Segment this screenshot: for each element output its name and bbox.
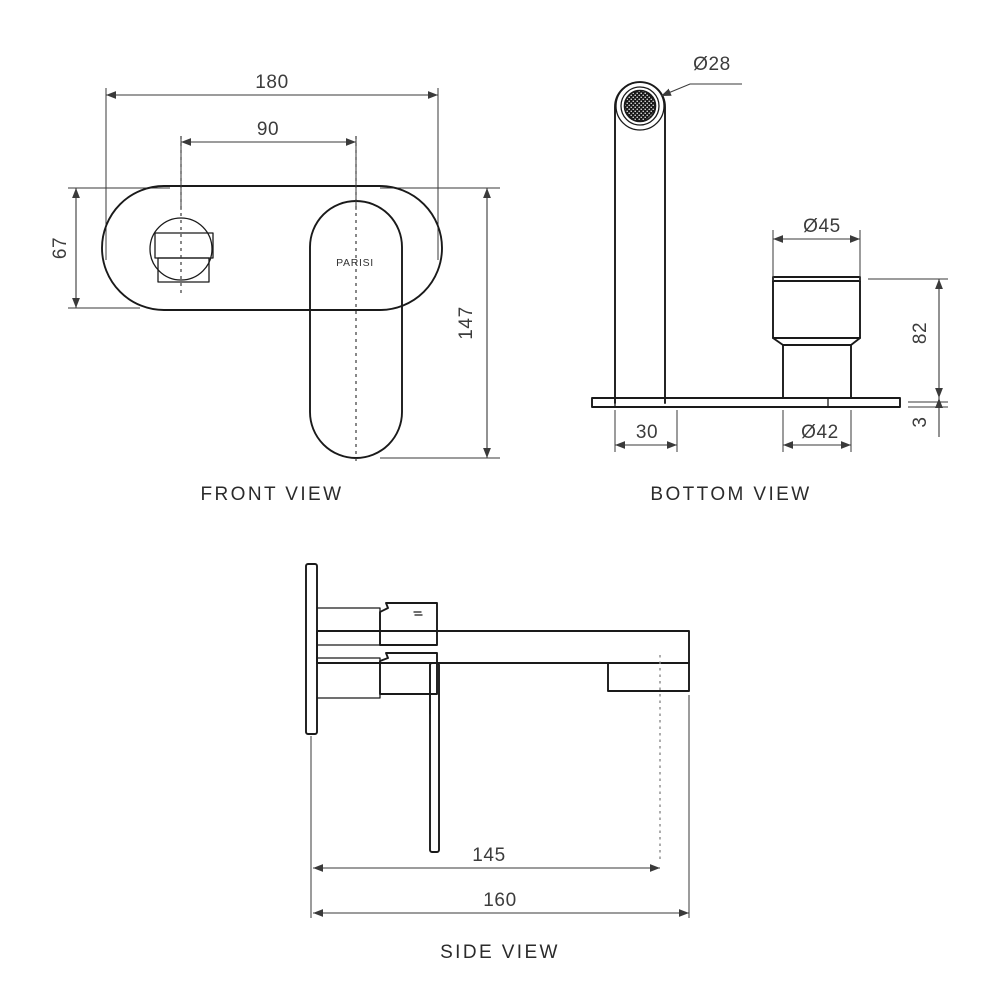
dimension-d28-label: Ø28 (693, 54, 731, 75)
dimension-145-label: 145 (472, 845, 506, 866)
side-view-label: SIDE VIEW (440, 942, 560, 963)
dimension-160: 160 (313, 890, 689, 917)
side-spout-outlet (607, 662, 690, 692)
side-wall-plate (305, 563, 318, 735)
side-body-lower (316, 657, 381, 699)
bottom-view-group: Ø28 Ø45 (591, 54, 948, 505)
dimension-d42: Ø42 (783, 422, 851, 449)
dimension-67-label: 67 (50, 237, 71, 259)
dimension-147: 147 (456, 188, 491, 458)
dimension-67: 67 (50, 188, 80, 308)
dimension-90-label: 90 (257, 119, 279, 140)
side-body-upper (316, 607, 381, 646)
brand-mark: PARISI (336, 257, 374, 269)
front-view-group: 180 90 67 147 PARISI (50, 72, 500, 505)
dimension-d42-label: Ø42 (801, 422, 839, 443)
side-view-group: 145 160 SIDE VIEW (305, 563, 690, 963)
dimension-30: 30 (615, 422, 677, 449)
bottom-view-label: BOTTOM VIEW (650, 484, 811, 505)
dimension-30-label: 30 (636, 422, 658, 443)
front-control-handle (149, 217, 214, 283)
dimension-d45: Ø45 (773, 216, 860, 243)
dimension-82-label: 82 (910, 322, 931, 344)
front-view-label: FRONT VIEW (201, 484, 344, 505)
dimension-3: 3 (910, 398, 943, 437)
dimension-147-label: 147 (456, 306, 477, 340)
dimension-180-label: 180 (255, 72, 289, 93)
dimension-3-label: 3 (910, 416, 931, 427)
dimension-90: 90 (181, 119, 356, 146)
side-view-extension-lines (310, 695, 690, 918)
bottom-handle-body (772, 276, 861, 399)
dimension-160-label: 160 (483, 890, 517, 911)
dimension-145: 145 (313, 845, 660, 872)
dimension-82: 82 (910, 279, 943, 398)
aerator-mesh-icon (623, 89, 657, 123)
side-lever-blade (429, 662, 440, 853)
side-lever-upper (379, 602, 438, 646)
front-spout-lever (309, 200, 403, 459)
side-lever-lower (379, 652, 438, 695)
dimension-d28: Ø28 (660, 54, 742, 97)
side-spout-arm (316, 630, 690, 664)
bottom-base-plate (591, 397, 901, 408)
front-view-extension-lines (68, 88, 500, 459)
bottom-spout-tube (614, 81, 666, 404)
dimension-d45-label: Ø45 (803, 216, 841, 237)
dimension-180: 180 (106, 72, 438, 99)
front-wall-plate (101, 185, 443, 311)
